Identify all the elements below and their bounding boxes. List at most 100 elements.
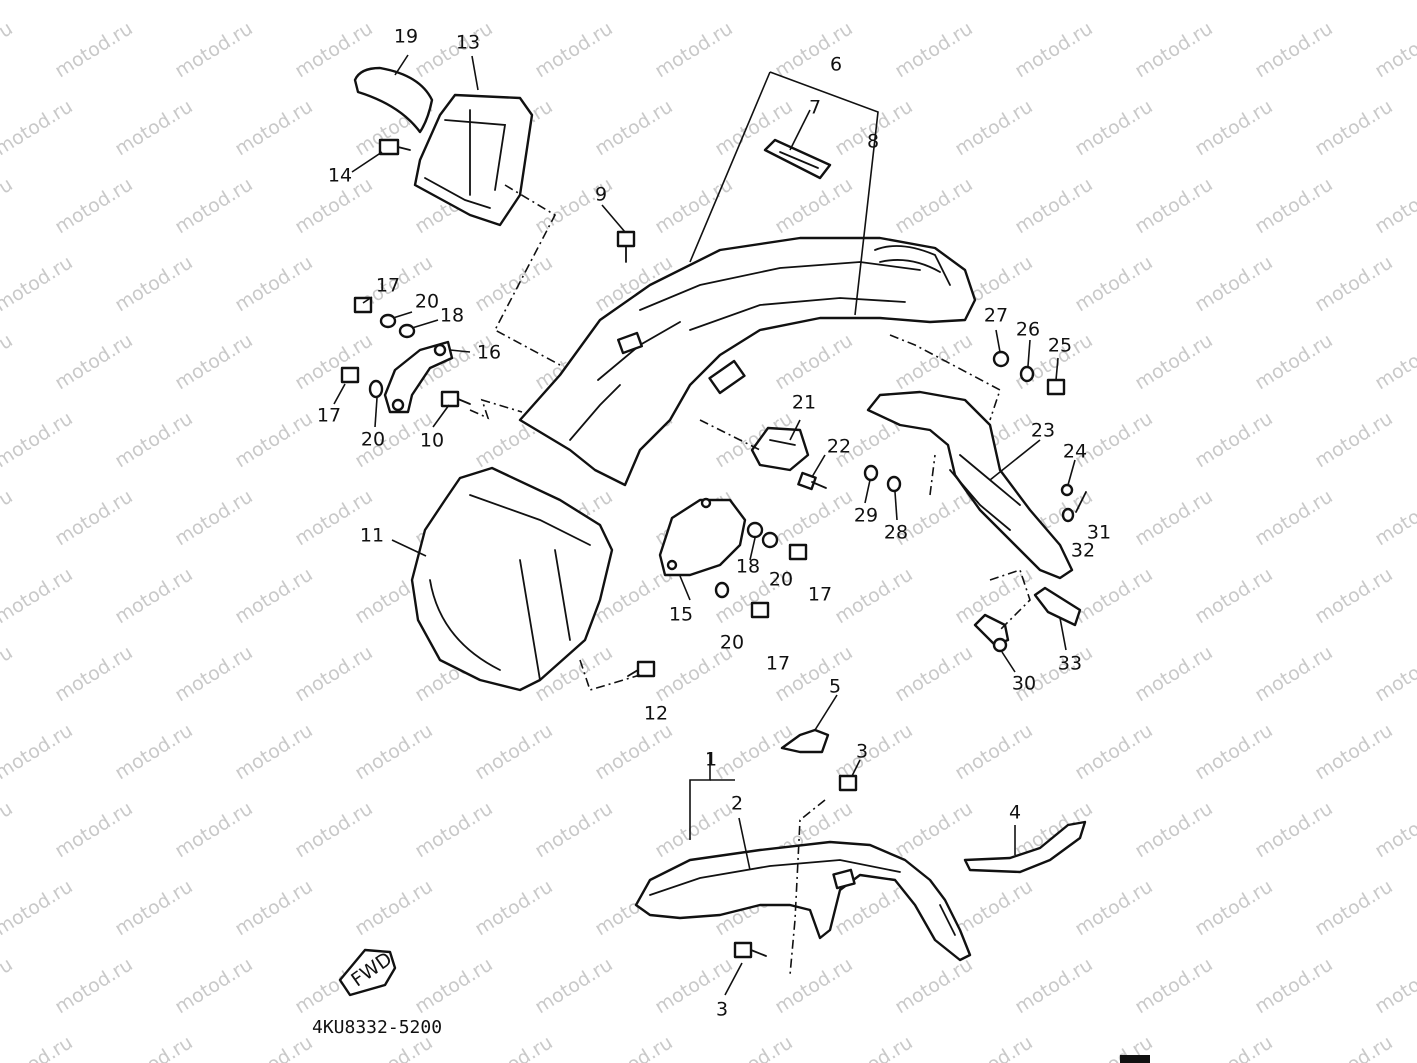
watermark-text: motod.ru [111, 563, 197, 628]
watermark-text: motod.ru [1251, 485, 1337, 550]
watermark-text: motod.ru [1251, 17, 1337, 82]
watermark-text: motod.ru [1251, 641, 1337, 706]
watermark-text: motod.ru [171, 485, 257, 550]
alignment-lines [469, 184, 1031, 976]
callout-26: 26 [1016, 319, 1040, 341]
watermark-text: motod.ru [1071, 719, 1157, 784]
watermark-text: motod.ru [1071, 251, 1157, 316]
watermark-text: motod.ru [291, 641, 377, 706]
callout-21: 21 [792, 392, 816, 414]
callout-2: 2 [731, 793, 743, 815]
watermark-text: motod.ru [1371, 797, 1417, 862]
watermark-text: motod.ru [111, 0, 197, 4]
tail-light-housing [413, 93, 534, 227]
bracket [733, 728, 858, 959]
callout-1: 1 [705, 749, 717, 771]
watermark-text: motod.ru [1311, 251, 1397, 316]
watermark-text: motod.ru [711, 1031, 797, 1063]
watermark-text: motod.ru [1191, 407, 1277, 472]
small-fasteners [340, 296, 471, 408]
bracket [383, 340, 454, 414]
watermark-text: motod.ru [111, 407, 197, 472]
watermark-text: motod.ru [531, 953, 617, 1018]
watermark-text: motod.ru [1131, 173, 1217, 238]
watermark-text: motod.ru [1371, 329, 1417, 394]
callout-20: 20 [361, 429, 385, 451]
watermark-text: motod.ru [1191, 0, 1277, 4]
watermark-text: motod.ru [0, 641, 17, 706]
watermark-text: motod.ru [171, 953, 257, 1018]
leader-lines [333, 54, 1076, 996]
watermark-text: motod.ru [1131, 329, 1217, 394]
watermark-text: motod.ru [891, 329, 977, 394]
callout-20: 20 [415, 291, 439, 313]
watermark-text: motod.ru [51, 329, 137, 394]
callout-23: 23 [1031, 420, 1055, 442]
cable-guide [963, 820, 1087, 874]
callout-9: 9 [595, 184, 607, 206]
watermark-text: motod.ru [0, 875, 77, 940]
reflector [973, 586, 1082, 653]
watermark-text: motod.ru [111, 719, 197, 784]
watermark-text: motod.ru [1311, 95, 1397, 160]
callout-25: 25 [1048, 335, 1072, 357]
watermark-text: motod.ru [531, 17, 617, 82]
watermark-text: motod.ru [471, 1031, 557, 1063]
callout-19: 19 [394, 26, 418, 48]
callout-31: 31 [1087, 522, 1111, 544]
callout-5: 5 [829, 676, 841, 698]
callout-22: 22 [827, 436, 851, 458]
watermark-text: motod.ru [1071, 0, 1157, 4]
watermark-text: motod.ru [771, 329, 857, 394]
watermark-text: motod.ru [771, 17, 857, 82]
watermark-text: motod.ru [351, 719, 437, 784]
callout-14: 14 [328, 165, 352, 187]
watermark-text: motod.ru [111, 1031, 197, 1063]
watermark-text: motod.ru [0, 0, 77, 4]
watermark-text: motod.ru [1311, 407, 1397, 472]
callout-10: 10 [420, 430, 444, 452]
watermark-text: motod.ru [0, 563, 77, 628]
watermark-text: motod.ru [1191, 251, 1277, 316]
watermark-text: motod.ru [531, 797, 617, 862]
watermark-text: motod.ru [1371, 641, 1417, 706]
watermark-text: motod.ru [51, 797, 137, 862]
watermark-text: motod.ru [1131, 953, 1217, 1018]
callout-7: 7 [809, 97, 821, 119]
watermark-text: motod.ru [1311, 563, 1397, 628]
watermark-text: motod.ru [291, 329, 377, 394]
watermark-text: motod.ru [951, 1031, 1037, 1063]
watermark-text: motod.ru [171, 329, 257, 394]
watermark-text: motod.ru [1251, 797, 1337, 862]
callout-8: 8 [867, 131, 879, 153]
small-fasteners [863, 350, 1087, 523]
watermark-text: motod.ru [171, 797, 257, 862]
watermark-text: motod.ru [171, 17, 257, 82]
watermark-text: motod.ru [51, 485, 137, 550]
watermark-text: motod.ru [1131, 17, 1217, 82]
watermark-text: motod.ru [711, 719, 797, 784]
watermark-text: motod.ru [1251, 173, 1337, 238]
watermark-text: motod.ru [0, 95, 77, 160]
watermark-text: motod.ru [0, 953, 17, 1018]
page-marker [1120, 1055, 1150, 1063]
watermark-text: motod.ru [351, 0, 437, 4]
callout-3: 3 [716, 999, 728, 1021]
forward-arrow-icon: FWD [338, 948, 397, 997]
watermark-text: motod.ru [231, 1031, 317, 1063]
watermark-text: motod.ru [1251, 329, 1337, 394]
watermark-text: motod.ru [411, 953, 497, 1018]
watermark-text: motod.ru [111, 95, 197, 160]
watermark-text: motod.ru [231, 95, 317, 160]
callout-17: 17 [808, 584, 832, 606]
callout-32: 32 [1071, 540, 1095, 562]
watermark-text: motod.ru [1191, 95, 1277, 160]
watermark-text: motod.ru [1191, 719, 1277, 784]
watermark-text: motod.ru [891, 173, 977, 238]
watermark-text: motod.ru [171, 173, 257, 238]
callout-17: 17 [766, 653, 790, 675]
watermark-text: motod.ru [1011, 953, 1097, 1018]
callout-18: 18 [440, 305, 464, 327]
watermark-text: motod.ru [831, 1031, 917, 1063]
watermark-text: motod.ru [1071, 563, 1157, 628]
